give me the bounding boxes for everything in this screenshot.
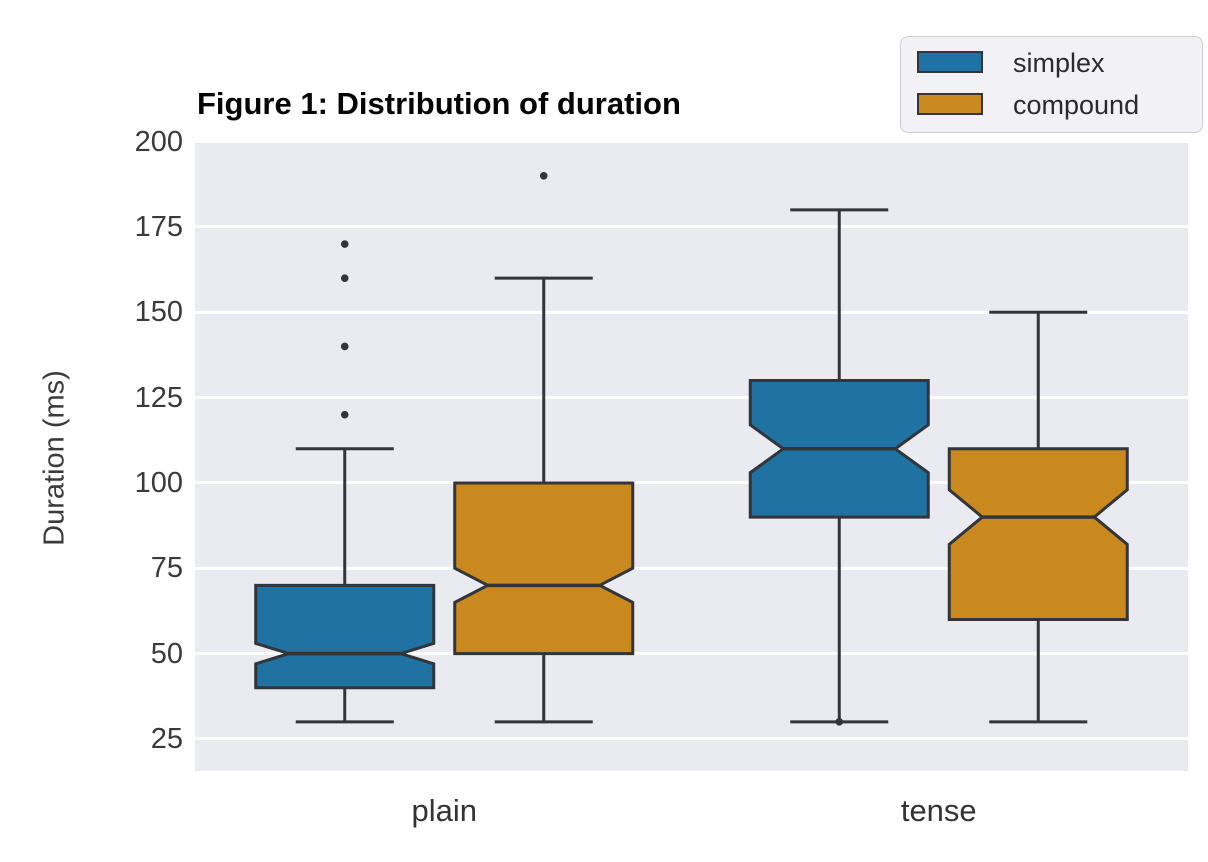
x-tick-label: tense — [900, 793, 977, 828]
gridline — [195, 310, 1188, 314]
x-tick-label: plain — [411, 793, 477, 828]
box-plain-simplex — [254, 583, 436, 690]
outlier-point — [340, 342, 349, 351]
box-plain-compound — [453, 481, 635, 656]
box-tense-compound — [947, 447, 1129, 621]
outlier-point — [539, 171, 548, 180]
gridline — [195, 225, 1188, 229]
compound-color-swatch — [917, 93, 983, 115]
y-tick-label: 25 — [150, 722, 183, 755]
gridline — [195, 566, 1188, 570]
legend-item-simplex: simplex — [901, 48, 1202, 78]
gridline — [195, 396, 1188, 400]
y-tick-label: 75 — [150, 552, 183, 585]
plot-area — [195, 143, 1188, 771]
legend-label: compound — [1013, 90, 1140, 120]
y-tick-label: 150 — [134, 296, 183, 329]
legend: simplex compound — [900, 36, 1203, 133]
chart-title: Figure 1: Distribution of duration — [197, 86, 681, 121]
gridline — [195, 481, 1188, 485]
gridline — [195, 652, 1188, 656]
y-tick-label: 125 — [134, 381, 183, 414]
outlier-point — [835, 718, 844, 726]
y-tick-label: 50 — [150, 637, 183, 670]
outlier-point — [340, 240, 349, 248]
simplex-color-swatch — [917, 51, 983, 73]
legend-item-compound: compound — [901, 90, 1202, 120]
outlier-point — [340, 274, 349, 282]
boxplot-canvas — [254, 171, 1129, 726]
y-tick-label: 200 — [134, 125, 183, 158]
y-tick-label: 175 — [134, 210, 183, 243]
legend-label: simplex — [1013, 48, 1105, 78]
y-tick-label: 100 — [134, 466, 183, 499]
outlier-point — [340, 410, 349, 419]
gridline — [195, 737, 1188, 741]
